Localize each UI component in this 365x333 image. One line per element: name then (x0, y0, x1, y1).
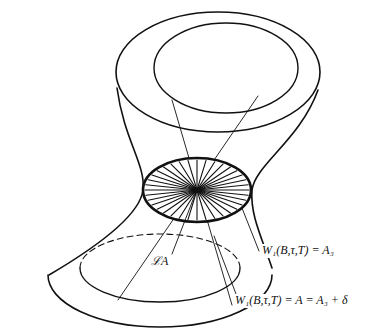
level-formula: W₁(B,τ,T) = A = A₃ + δ (234, 294, 349, 308)
center-dot (195, 188, 200, 193)
top-inner-rim (154, 23, 298, 113)
leader-line (172, 192, 196, 254)
top-outer-rim (116, 12, 320, 132)
right-silhouette (252, 90, 318, 268)
hatch-line (146, 190, 197, 195)
hatch-line (148, 190, 197, 200)
waist-disk (143, 158, 251, 222)
hatch-line (197, 185, 248, 190)
hatch-line (179, 162, 197, 190)
leader-line (242, 208, 259, 251)
level-formula: W₁(B,τ,T) = A₃ (261, 244, 335, 258)
hatch-line (197, 190, 230, 213)
generator-line (118, 96, 258, 300)
hatch-line (196, 190, 197, 220)
hatch-line (196, 160, 197, 190)
hatch-line (164, 167, 197, 190)
bottom-inner-rim-front (80, 268, 240, 302)
leader-line (214, 236, 236, 294)
hatch-line (197, 190, 215, 218)
hatch-line (197, 190, 206, 220)
bottom-inner-rim-back (80, 234, 240, 268)
disk-label: ℒA (150, 255, 169, 269)
hatch-line (197, 180, 246, 190)
hatch-line (188, 160, 197, 190)
left-silhouette (49, 88, 143, 275)
